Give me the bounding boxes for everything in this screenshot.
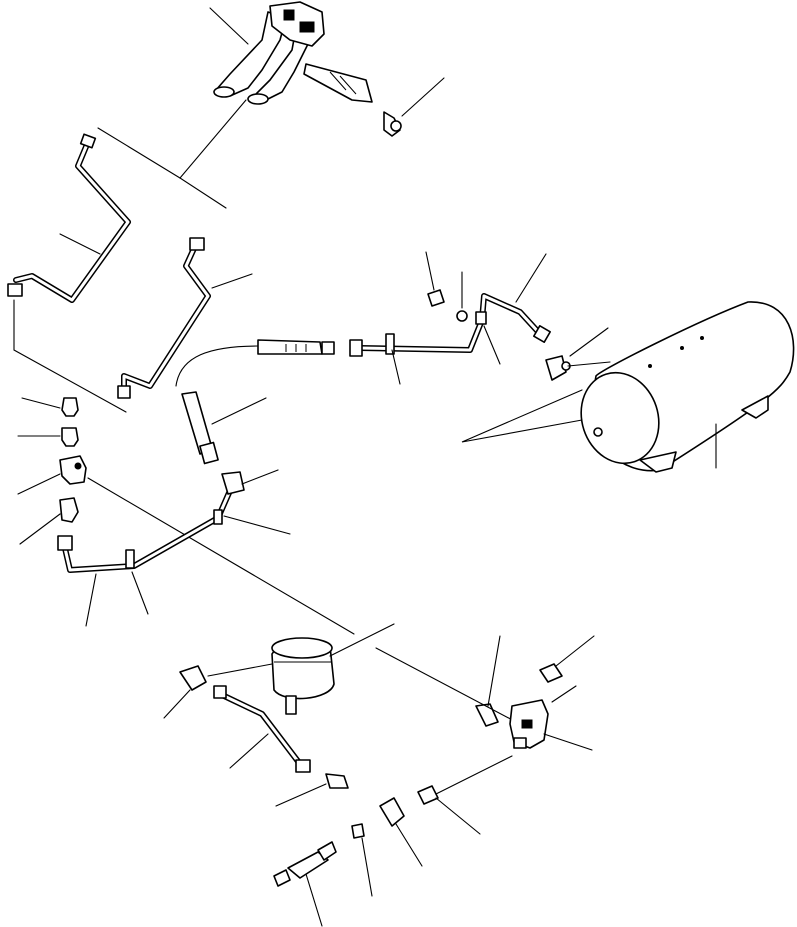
horn-mount-bolt — [383, 111, 402, 137]
leader-lower-pipe-4 — [223, 515, 291, 535]
leader-lower-pipe-1 — [85, 573, 97, 627]
leader-filter-elbow — [207, 663, 273, 677]
leader-pipe-top — [515, 253, 547, 303]
tank-elbow-fitting — [545, 355, 571, 381]
leader-filter-elbow-2 — [163, 689, 191, 719]
leader-valve-pipe — [435, 755, 513, 795]
lower-pipe — [57, 471, 245, 573]
leader-conn-4 — [487, 635, 501, 707]
filter-pipe — [213, 685, 311, 773]
air-filter-canister — [271, 637, 335, 715]
leader-valve — [543, 733, 593, 751]
leader-valve-link — [375, 647, 521, 725]
leader-conn-1 — [275, 783, 327, 807]
flexible-hose — [175, 339, 335, 465]
leader-fitting-to-valve — [87, 477, 355, 635]
long-air-pipe — [349, 293, 551, 357]
leader-elbow — [569, 327, 609, 357]
leader-horn-pipes — [179, 99, 247, 209]
leader-horn — [209, 7, 249, 45]
elbow-plug — [379, 797, 405, 827]
connector-fittings — [325, 663, 563, 839]
leader-hose — [211, 397, 267, 425]
leader-fitting-3 — [17, 473, 61, 495]
leader-valve-bolt — [551, 685, 577, 703]
leader-bracket-left — [13, 299, 127, 413]
leader-tank-fitting — [461, 389, 583, 443]
leader-fitting-1 — [21, 397, 61, 409]
filter-elbow — [179, 665, 207, 691]
leader-pipe-clamp — [391, 349, 401, 385]
leader-pipes-bracket — [97, 127, 181, 179]
fittings-stack — [59, 397, 87, 523]
leader-small-hose — [305, 873, 323, 927]
horn-supply-pipe-left — [7, 133, 131, 303]
leader-clamp-bolt — [425, 251, 435, 291]
leader-right-pipe — [211, 273, 253, 289]
leader-horn-bolt — [401, 77, 445, 117]
horn-assembly — [213, 1, 373, 105]
leader-plug — [395, 823, 423, 867]
pipe-clamp-bolt — [427, 289, 468, 322]
leader-fitting-4 — [19, 513, 61, 545]
leader-lower-pipe-3 — [241, 469, 279, 485]
leader-filter — [329, 623, 395, 657]
valve-block — [509, 699, 549, 749]
leader-conn-3 — [361, 837, 373, 897]
leader-left-pipe — [59, 233, 101, 255]
leader-conn-2 — [435, 797, 481, 835]
leader-conn-5 — [555, 635, 595, 667]
leader-rear-pipe — [483, 325, 501, 365]
air-tank — [580, 301, 795, 473]
leader-filter-pipe — [229, 733, 269, 769]
small-hose — [273, 841, 337, 887]
leader-lower-pipe-2 — [131, 571, 149, 615]
horn-supply-pipe-right — [117, 237, 211, 399]
leader-elbow-2 — [567, 361, 611, 367]
